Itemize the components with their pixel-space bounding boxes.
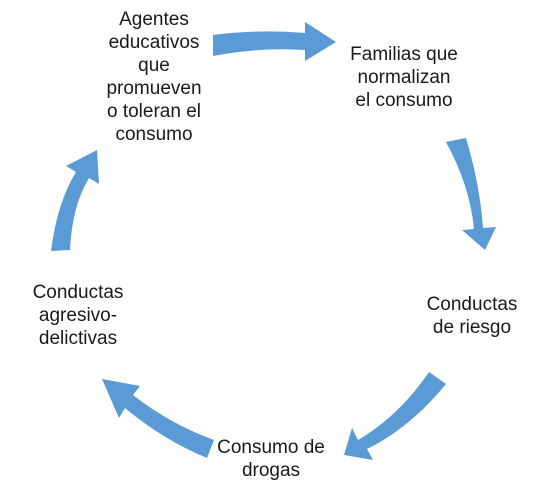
arrow-agresivo-to-agentes: [51, 150, 99, 251]
node-conductas-riesgo: Conductas de riesgo: [426, 294, 518, 338]
node-familias: Familias que normalizan el consumo: [350, 44, 458, 111]
arrow-familias-to-riesgo: [446, 138, 496, 250]
arrow-riesgo-to-drogas: [344, 372, 446, 460]
node-consumo-drogas: Consumo de drogas: [217, 437, 325, 481]
node-agentes-educativos: Agentes educativos que promueven o toler…: [106, 9, 202, 145]
arrow-drogas-to-agresivo: [102, 379, 214, 458]
node-conductas-agresivo: Conductas agresivo- delictivas: [32, 282, 124, 349]
arrow-agentes-to-familias: [213, 22, 336, 61]
